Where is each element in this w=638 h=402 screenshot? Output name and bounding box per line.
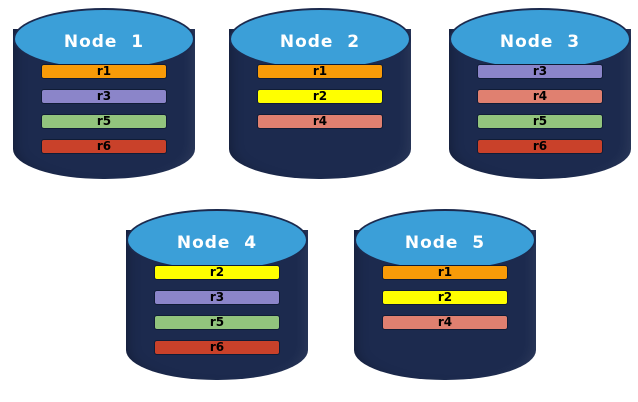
cylinder-top-ellipse <box>449 8 631 70</box>
replica-list: r3 r4 r5 r6 <box>477 64 603 164</box>
replica-list: r2 r3 r5 r6 <box>154 265 280 365</box>
replica-bar[interactable]: r2 <box>257 89 383 104</box>
replica-bar[interactable]: r5 <box>477 114 603 129</box>
cylinder-top-ellipse <box>229 8 411 70</box>
replica-bar[interactable]: r1 <box>382 265 508 280</box>
replica-bar[interactable]: r3 <box>154 290 280 305</box>
replica-bar[interactable]: r6 <box>477 139 603 154</box>
replica-bar[interactable]: r3 <box>41 89 167 104</box>
replica-list: r1 r2 r4 <box>257 64 383 139</box>
replica-bar[interactable]: r6 <box>41 139 167 154</box>
replica-list: r1 r3 r5 r6 <box>41 64 167 164</box>
replica-bar[interactable]: r5 <box>154 315 280 330</box>
replica-bar[interactable]: r2 <box>382 290 508 305</box>
replica-bar[interactable]: r3 <box>477 64 603 79</box>
replica-bar[interactable]: r2 <box>154 265 280 280</box>
replica-bar[interactable]: r1 <box>41 64 167 79</box>
replica-bar[interactable]: r5 <box>41 114 167 129</box>
cylinder-top-ellipse <box>13 8 195 70</box>
replica-bar[interactable]: r4 <box>477 89 603 104</box>
replica-bar[interactable]: r4 <box>257 114 383 129</box>
cylinder-top-ellipse <box>126 209 308 271</box>
replica-list: r1 r2 r4 <box>382 265 508 340</box>
replica-bar[interactable]: r6 <box>154 340 280 355</box>
cylinder-top-ellipse <box>354 209 536 271</box>
replica-bar[interactable]: r4 <box>382 315 508 330</box>
replica-bar[interactable]: r1 <box>257 64 383 79</box>
